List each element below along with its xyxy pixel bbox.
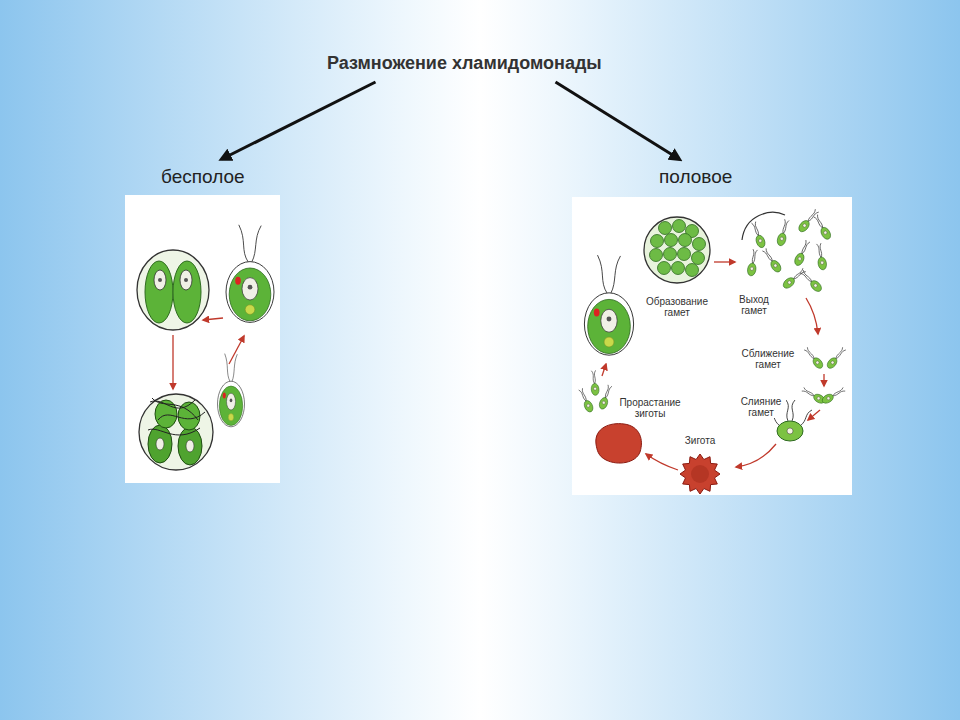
fusing-gametes	[801, 386, 846, 405]
young-cell	[218, 354, 245, 427]
stage-label: Зигота	[670, 435, 730, 446]
mother-cell	[584, 255, 633, 355]
resting-zygote	[680, 454, 720, 494]
stage-label: Сближение гамет	[737, 348, 799, 370]
node-text: половое	[659, 166, 735, 188]
mother-cell	[226, 225, 274, 323]
stage-label: Выход гамет	[733, 294, 775, 316]
panel	[125, 195, 280, 483]
released-gametes	[742, 208, 833, 294]
node-text: бесполое	[161, 166, 247, 188]
stage-label: Образование гамет	[642, 296, 712, 318]
gamete-forming-cell	[644, 217, 710, 283]
cycle-arrows	[602, 262, 824, 470]
cycle-arrows	[173, 318, 244, 389]
stage-label: Прорастание зиготы	[614, 397, 686, 419]
dividing-cell	[137, 250, 209, 330]
stage-label: Слияние гамет	[736, 396, 786, 418]
node-text: Размножение хламидомонады	[327, 53, 604, 74]
branch-arrow	[556, 82, 680, 159]
branch-label: половое	[655, 163, 739, 193]
heading-box: Размножение хламидомонады	[323, 50, 608, 79]
branch-arrow	[222, 82, 376, 159]
panel	[572, 197, 852, 495]
daughter-cells	[139, 394, 213, 470]
approaching-gametes	[803, 346, 847, 370]
branch-label: бесполое	[157, 163, 251, 193]
